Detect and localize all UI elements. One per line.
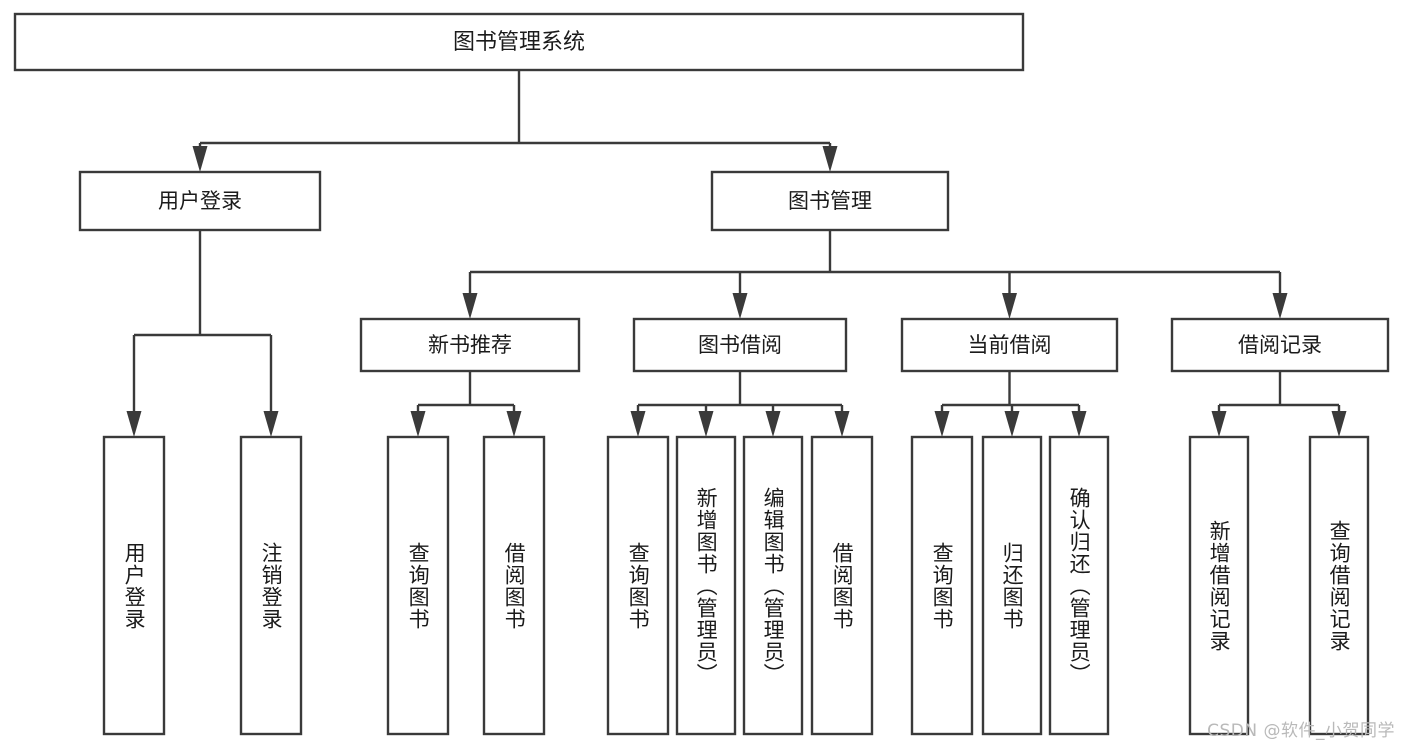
- node-label-new-book-recommend: 新书推荐: [428, 333, 512, 357]
- arrow-head-icon: [732, 293, 748, 319]
- node-boxes: [13, 12, 1390, 736]
- node-box-borrow-book-2[interactable]: [810, 435, 874, 736]
- arrow-head-icon: [126, 411, 142, 437]
- node-box-borrow-book-1[interactable]: [482, 435, 546, 736]
- node-box-book-manage[interactable]: [710, 170, 950, 232]
- node-box-return-book[interactable]: [981, 435, 1043, 736]
- arrow-head-icon: [765, 411, 781, 437]
- arrow-head-icon: [410, 411, 426, 437]
- node-box-query-book-2[interactable]: [606, 435, 670, 736]
- node-label-borrow-record: 借阅记录: [1238, 333, 1322, 357]
- arrow-head-icon: [630, 411, 646, 437]
- arrow-head-icon: [1331, 411, 1347, 437]
- node-box-query-borrow-record[interactable]: [1308, 435, 1370, 736]
- arrow-head-icon: [1004, 411, 1020, 437]
- node-box-book-borrow[interactable]: [632, 317, 848, 373]
- arrow-head-icon: [834, 411, 850, 437]
- node-label-undefined: 图书管理系统: [453, 30, 585, 55]
- node-box-edit-book-admin[interactable]: [742, 435, 804, 736]
- arrow-head-icon: [1071, 411, 1087, 437]
- node-label-current-borrow: 当前借阅: [968, 333, 1052, 357]
- node-box-user-login-do[interactable]: [102, 435, 166, 736]
- arrow-head-icon: [506, 411, 522, 437]
- node-box-new-book-recommend[interactable]: [359, 317, 581, 373]
- node-box-query-book-3[interactable]: [910, 435, 974, 736]
- arrow-head-icon: [698, 411, 714, 437]
- node-label-user-login: 用户登录: [158, 189, 242, 213]
- node-box-confirm-return-admin[interactable]: [1048, 435, 1110, 736]
- node-box-user-login[interactable]: [78, 170, 322, 232]
- node-box-borrow-record[interactable]: [1170, 317, 1390, 373]
- arrow-head-icon: [822, 146, 838, 172]
- arrow-head-icon: [1211, 411, 1227, 437]
- csdn-watermark: CSDN @软件_小贺同学: [1207, 721, 1395, 741]
- arrow-head-icon: [934, 411, 950, 437]
- node-box-user-logout[interactable]: [239, 435, 303, 736]
- node-box-add-borrow-record[interactable]: [1188, 435, 1250, 736]
- arrow-head-icon: [1002, 293, 1017, 319]
- arrow-head-icon: [1272, 293, 1288, 319]
- arrow-head-icon: [462, 293, 478, 319]
- node-box-add-book-admin[interactable]: [675, 435, 737, 736]
- node-box-current-borrow[interactable]: [900, 317, 1119, 373]
- arrow-head-icon: [192, 146, 208, 172]
- connector-lines: [126, 70, 1347, 437]
- node-box-query-book-1[interactable]: [386, 435, 450, 736]
- node-label-book-manage: 图书管理: [788, 189, 872, 213]
- node-label-book-borrow: 图书借阅: [698, 333, 782, 357]
- arrow-head-icon: [263, 411, 279, 437]
- node-box-undefined[interactable]: [13, 12, 1025, 72]
